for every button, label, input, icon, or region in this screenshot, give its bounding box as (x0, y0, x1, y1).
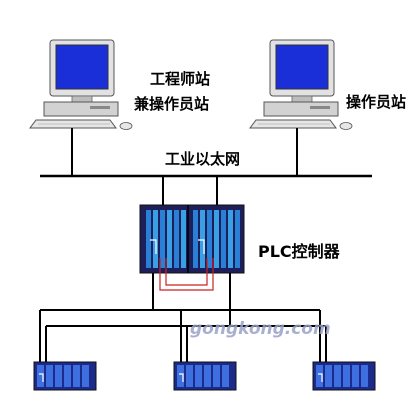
engineer-station-label-line1: 工程师站 (150, 70, 211, 88)
plc-rack-icon (139, 204, 245, 274)
plc-controller-label: PLC控制器 (258, 242, 340, 261)
operator-station-label: 操作员站 (346, 93, 407, 111)
io-station-3-icon (312, 361, 376, 391)
industrial-ethernet-label: 工业以太网 (165, 150, 241, 168)
io-station-2-icon (173, 361, 237, 391)
operator-station-computer-icon (249, 39, 353, 130)
watermark: gongkong.com (190, 319, 331, 339)
redundancy-link (159, 258, 214, 291)
engineer-station-computer-icon (29, 39, 133, 130)
engineer-station-label-line2: 兼操作员站 (134, 95, 210, 113)
io-station-1-icon (33, 361, 97, 391)
